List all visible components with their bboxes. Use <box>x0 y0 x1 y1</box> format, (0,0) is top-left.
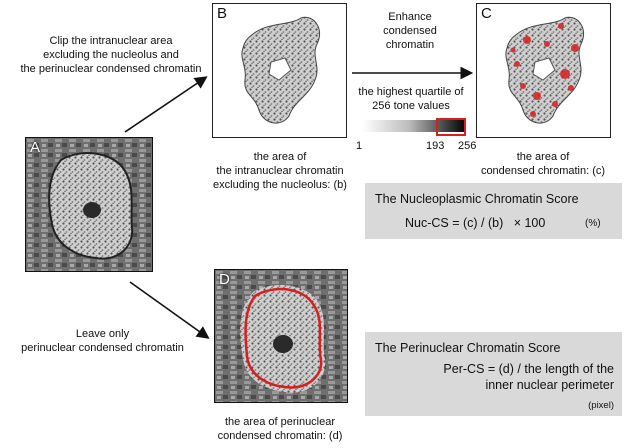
panel-label-b: B <box>217 5 228 22</box>
caption-b: the area of the intranuclear chromatin e… <box>200 150 360 192</box>
panel-label-c: C <box>481 5 492 22</box>
enhance-line-1: Enhance <box>388 11 432 23</box>
condensed-chromatin-highlights <box>510 23 579 117</box>
nuc-cs-title: The Nucleoplasmic Chromatin Score <box>375 192 579 206</box>
per-cs-formula-line-1: Per-CS = (d) / the length of the <box>443 362 614 376</box>
arrow-a-to-d <box>129 281 210 339</box>
micrograph-a-image <box>26 138 152 271</box>
enhance-line-3: chromatin <box>385 39 435 51</box>
tone-tick-1: 1 <box>356 140 363 152</box>
perinuclear-outline <box>244 287 323 389</box>
micrograph-d-image <box>215 270 347 402</box>
enhance-line-2: condensed <box>383 25 437 37</box>
caption-c: the area of condensed chromatin: (c) <box>476 150 610 178</box>
clip-line-2: excluding the nucleolus and <box>43 49 179 61</box>
nuc-cs-unit: (%) <box>585 218 601 229</box>
per-cs-unit: (pixel) <box>588 400 614 411</box>
quartile-line-2: 256 tone values <box>372 100 450 112</box>
panel-c-enhanced-image <box>505 16 585 124</box>
tone-scale <box>362 118 466 136</box>
caption-d-line-1: the area of perinuclear <box>224 416 336 428</box>
quartile-line-1: the highest quartile of <box>358 86 464 98</box>
nuc-cs-box: The Nucleoplasmic Chromatin Score Nuc-CS… <box>365 183 622 239</box>
clip-instruction: Clip the intranuclear area excluding the… <box>0 34 222 76</box>
micrograph-panel-a: A <box>25 137 153 272</box>
caption-d: the area of perinuclear condensed chroma… <box>200 415 360 443</box>
leave-instruction: Leave only perinuclear condensed chromat… <box>0 327 205 355</box>
per-cs-box: The Perinuclear Chromatin Score Per-CS =… <box>365 332 622 416</box>
per-cs-formula-line-2: inner nuclear perimeter <box>485 378 614 392</box>
caption-c-line-2: condensed chromatin: (c) <box>480 165 606 177</box>
leave-line-2: perinuclear condensed chromatin <box>21 342 184 354</box>
panel-label-a: A <box>30 139 41 156</box>
panel-c: C <box>476 3 611 138</box>
clip-line-1: Clip the intranuclear area <box>49 35 173 47</box>
panel-label-d: D <box>219 271 230 288</box>
caption-b-line-3: excluding the nucleolus: (b) <box>213 179 347 191</box>
per-cs-title: The Perinuclear Chromatin Score <box>375 341 561 355</box>
caption-b-line-1: the area of <box>253 151 307 163</box>
panel-b: B <box>212 3 347 138</box>
tone-gradient-bar <box>362 120 466 132</box>
micrograph-panel-d: D <box>214 269 348 403</box>
caption-d-line-2: condensed chromatin: (d) <box>217 430 343 442</box>
caption-b-line-2: the intranuclear chromatin <box>216 165 344 177</box>
quartile-note: the highest quartile of 256 tone values <box>352 85 470 113</box>
caption-c-line-1: the area of <box>516 151 570 163</box>
tone-highlight-box <box>436 118 466 136</box>
nuc-cs-formula: Nuc-CS = (c) / (b) × 100 <box>405 216 546 230</box>
clip-line-3: the perinuclear condensed chromatin <box>20 63 202 75</box>
leave-line-1: Leave only <box>75 328 130 340</box>
tone-tick-256: 256 <box>458 140 477 152</box>
panel-b-chromatin-image <box>241 16 321 124</box>
arrow-a-to-b <box>124 76 208 133</box>
tone-tick-193: 193 <box>426 140 445 152</box>
enhance-instruction: Enhance condensed chromatin <box>355 10 465 52</box>
